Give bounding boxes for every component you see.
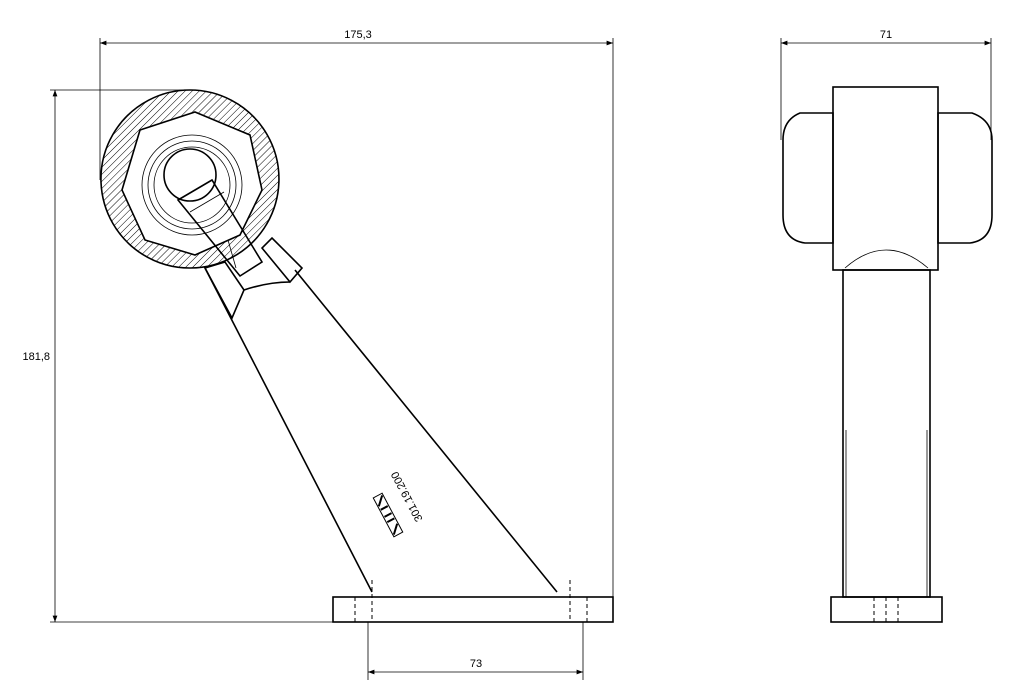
arm-section-right xyxy=(260,236,304,284)
bolt-holes xyxy=(354,580,588,622)
dim-overall-height: 181,8 xyxy=(22,351,50,363)
dim-side-width: 71 xyxy=(880,29,892,41)
knob-left xyxy=(782,112,834,244)
shaft xyxy=(842,269,931,598)
dim-overall-width: 175,3 xyxy=(344,29,372,41)
dim-hole-spacing: 73 xyxy=(470,658,482,670)
nut-threads xyxy=(141,134,243,236)
logo-icon xyxy=(372,492,404,538)
part-number: 301.19.200 xyxy=(389,469,425,523)
boss-section xyxy=(100,89,280,269)
arm-left-edge xyxy=(204,267,373,593)
arm-right-edge xyxy=(294,269,558,593)
arm-section-left xyxy=(203,261,245,320)
knob-right xyxy=(937,112,993,244)
front-view: 301.19.200 xyxy=(100,89,614,623)
front-dimensions: 175,3 181,8 73 xyxy=(22,29,614,680)
head-block xyxy=(832,86,939,271)
pivot-hole xyxy=(163,148,217,202)
base-plate xyxy=(332,596,614,623)
side-view: 71 xyxy=(780,29,993,623)
inner-stem xyxy=(176,178,264,278)
